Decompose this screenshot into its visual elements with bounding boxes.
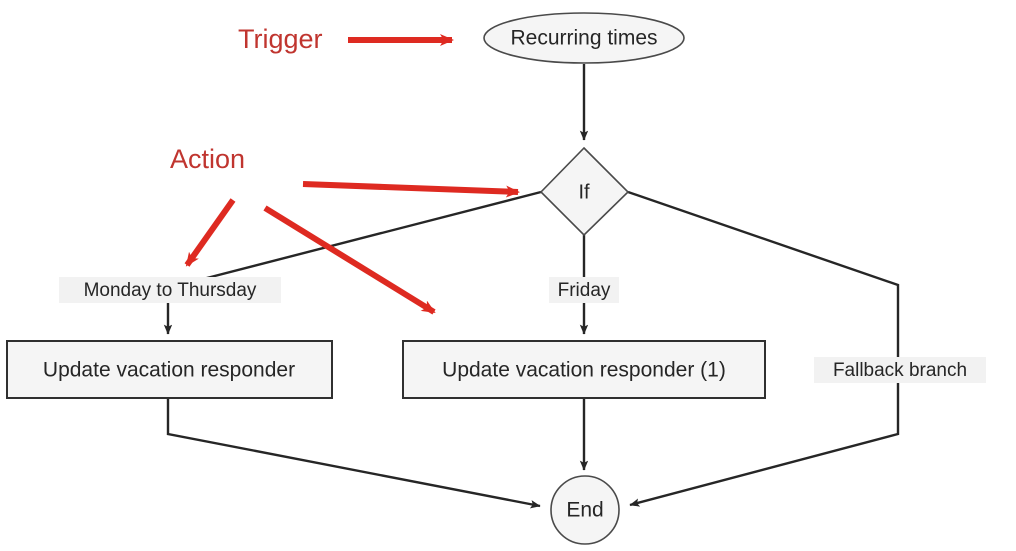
recurring-times-ellipse	[483, 12, 685, 64]
node-update-vacation-responder[interactable]: Update vacation responder	[6, 340, 333, 399]
update-vacation-responder-box	[6, 340, 333, 399]
edge-label-monday-to-thursday: Monday to Thursday	[59, 277, 281, 303]
end-label: End	[566, 499, 603, 522]
annotation-arrow-action-to-right-box	[263, 205, 436, 315]
node-if-condition[interactable]: If	[539, 146, 630, 237]
node-update-vacation-responder-1[interactable]: Update vacation responder (1)	[402, 340, 766, 399]
annotation-label-action: Action	[170, 144, 245, 174]
update-vacation-responder-1-box	[402, 340, 766, 399]
monday-to-thursday-text: Monday to Thursday	[84, 280, 257, 301]
update-vacation-responder-label: Update vacation responder	[43, 359, 295, 382]
fallback-branch-text: Fallback branch	[833, 360, 967, 381]
end-circle	[550, 475, 620, 545]
annotation-arrow-action-to-if	[302, 181, 520, 198]
if-diamond	[539, 146, 630, 237]
edge-label-fallback-branch: Fallback branch	[814, 357, 986, 383]
annotation-label-trigger: Trigger	[238, 24, 323, 54]
if-label: If	[578, 181, 590, 203]
recurring-times-label: Recurring times	[510, 27, 657, 50]
node-recurring-times[interactable]: Recurring times	[483, 12, 685, 64]
node-end[interactable]: End	[550, 475, 620, 545]
annotation-arrow-action-to-left-branch	[184, 198, 236, 267]
edge-left-action-to-end	[166, 398, 541, 509]
update-vacation-responder-1-label: Update vacation responder (1)	[442, 359, 726, 382]
edge-label-friday: Friday	[549, 277, 619, 303]
friday-text: Friday	[558, 280, 611, 301]
